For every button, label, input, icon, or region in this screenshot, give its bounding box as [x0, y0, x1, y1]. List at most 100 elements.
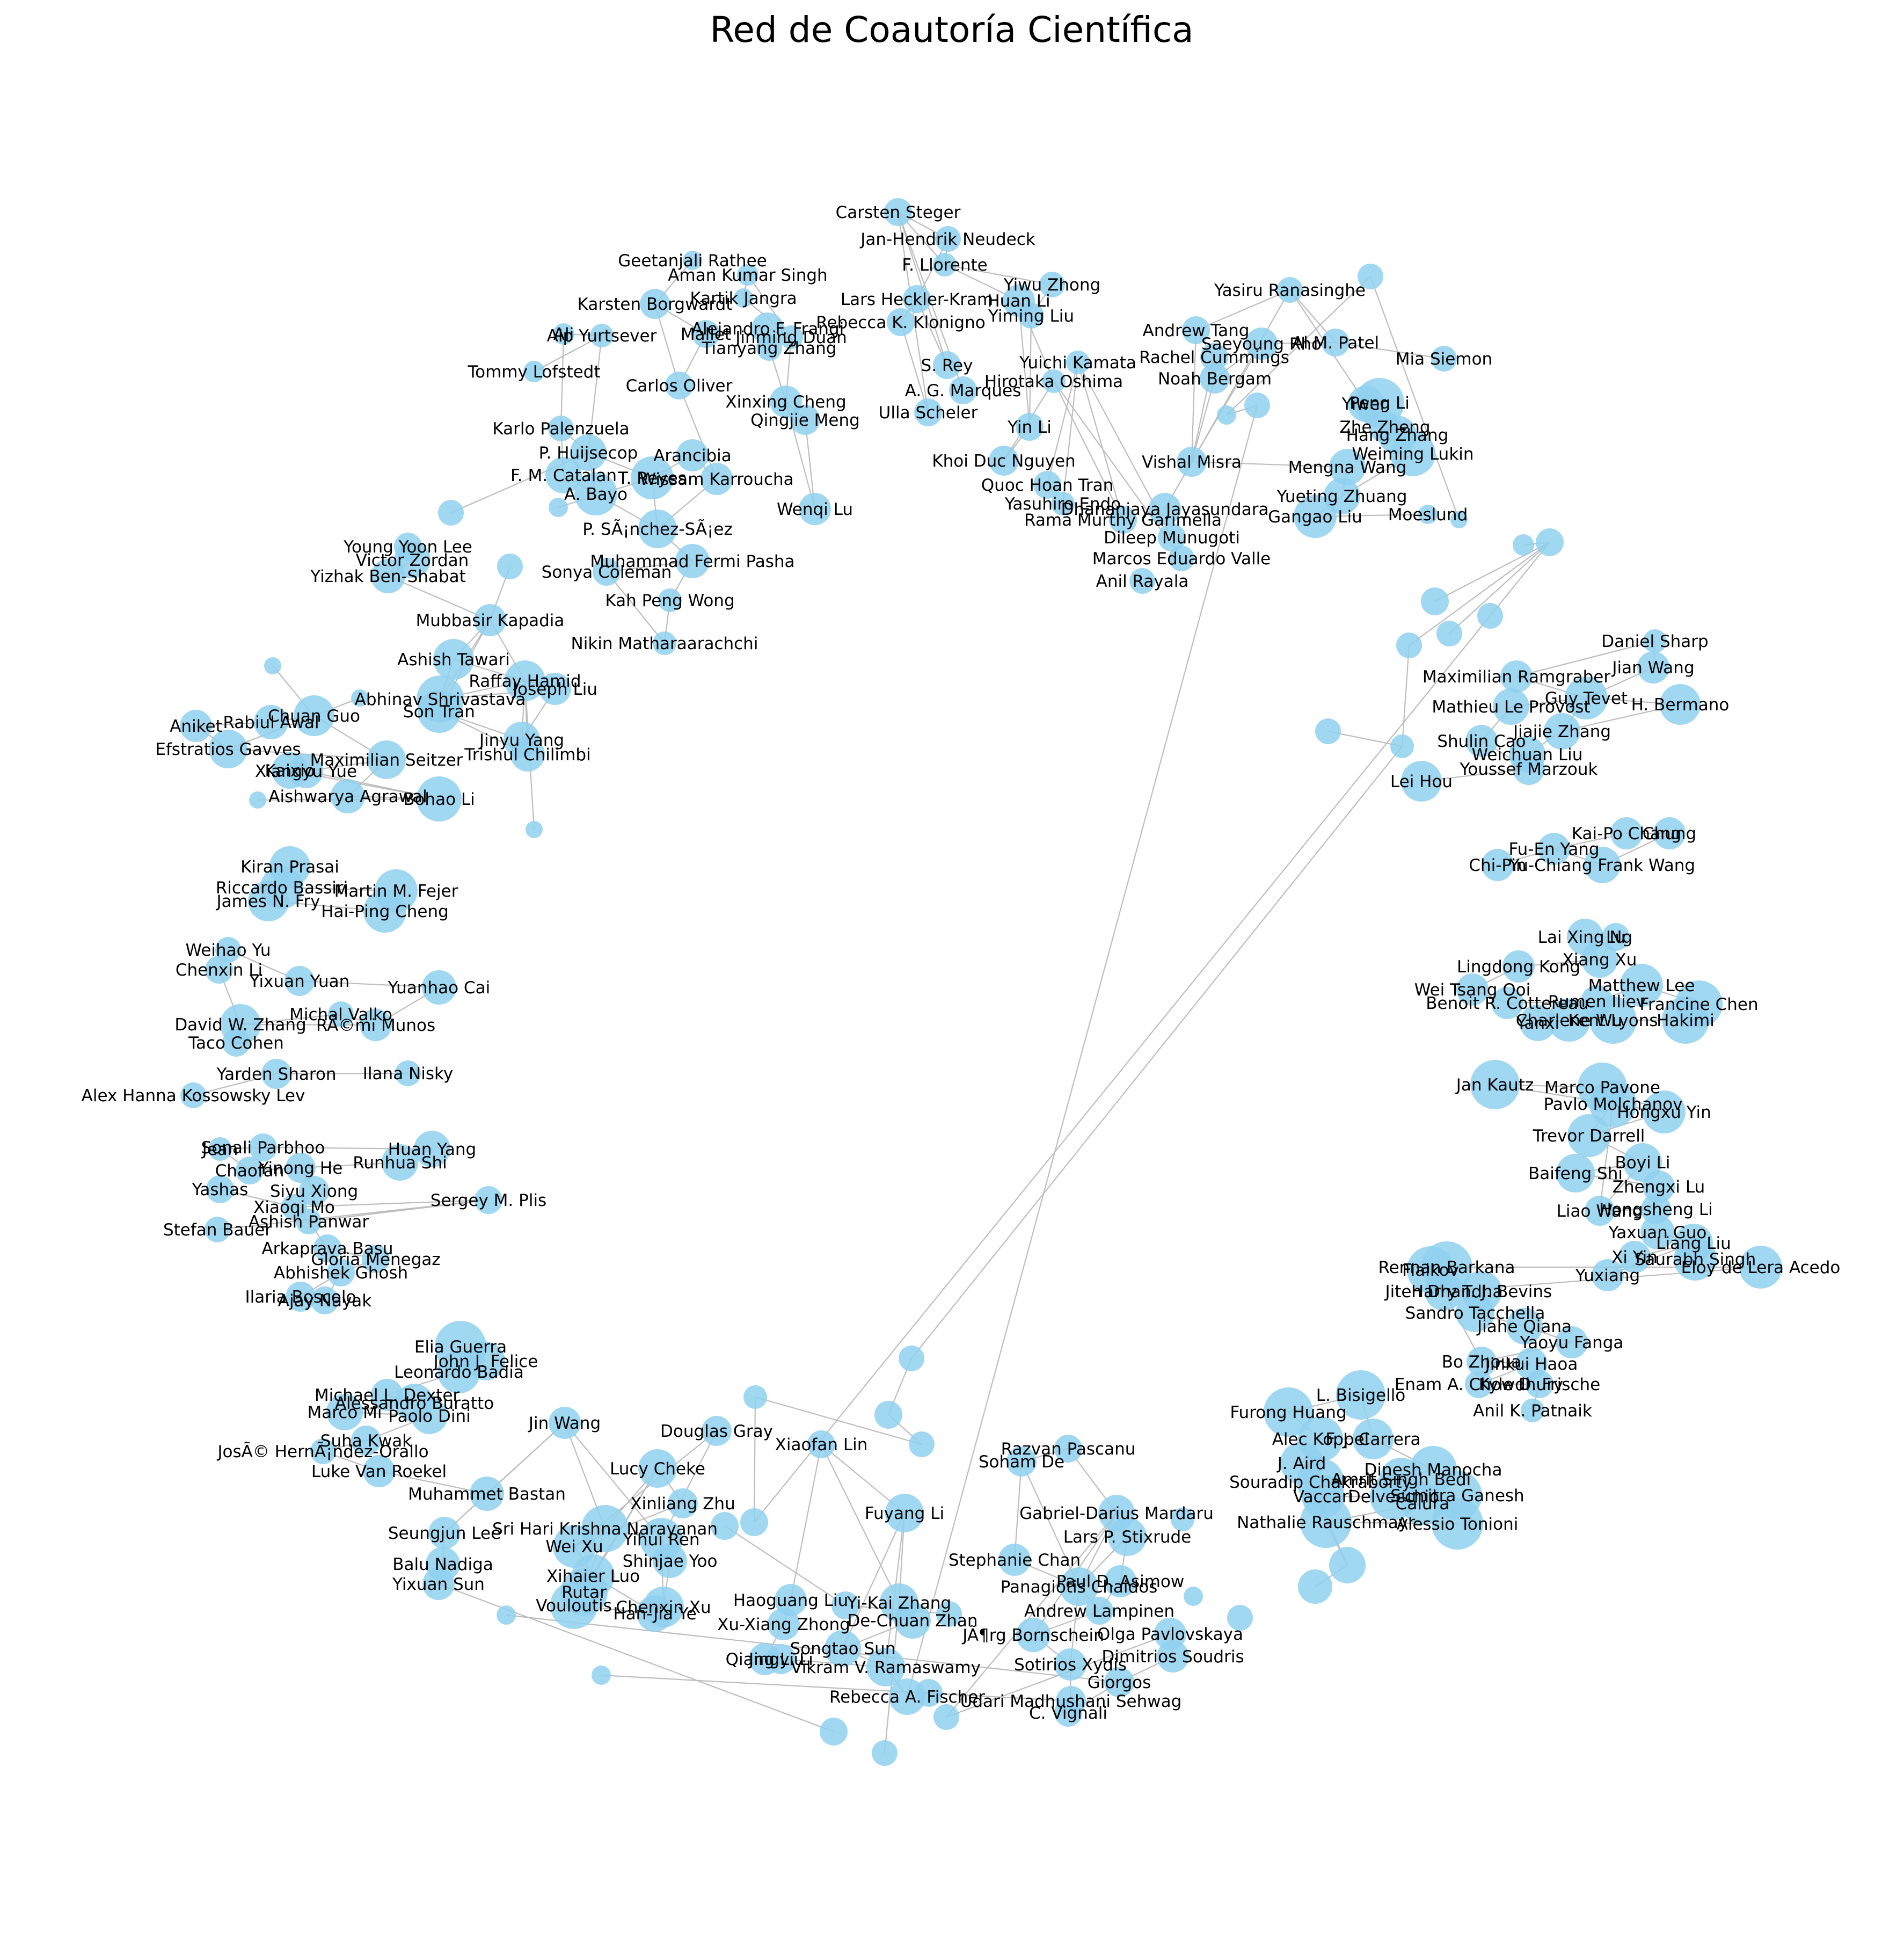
author-node — [497, 1605, 516, 1625]
author-node — [548, 416, 574, 441]
author-label: Rutar — [561, 1583, 607, 1602]
author-label: Gabriel-Darius Mardaru — [1019, 1504, 1214, 1523]
author-node — [553, 323, 574, 345]
author-node — [1502, 950, 1535, 983]
author-label: Jean — [201, 1140, 238, 1159]
author-node — [756, 335, 782, 361]
author-node — [249, 791, 266, 809]
author-node — [1660, 684, 1701, 725]
author-label: Fialkov — [1402, 1261, 1459, 1280]
author-label: Harry T. J. Bevins — [1411, 1282, 1552, 1302]
author-label: Khoi Duc Nguyen — [932, 452, 1075, 471]
author-node — [205, 1217, 230, 1242]
author-label: Noah Bergam — [1158, 369, 1272, 389]
author-node — [209, 730, 247, 768]
author-node — [1581, 941, 1618, 978]
coauthor-edge — [534, 335, 602, 372]
author-node — [414, 1131, 450, 1167]
author-label: Huan Yang — [388, 1140, 476, 1159]
author-label: Qiang Liu — [726, 1650, 805, 1669]
author-node — [1432, 1498, 1483, 1550]
author-node — [1245, 328, 1278, 360]
author-node — [831, 1591, 859, 1619]
author-node — [1108, 1517, 1147, 1556]
coauthor-edge — [299, 980, 440, 988]
author-node — [1493, 688, 1529, 725]
author-label: Weichuan Liu — [1472, 745, 1583, 765]
author-label: Suha Kwak — [320, 1431, 412, 1451]
author-node — [1016, 1618, 1051, 1652]
author-node — [1104, 1565, 1136, 1597]
author-label: Olga Pavlovskaya — [1097, 1625, 1243, 1644]
author-node — [438, 500, 464, 526]
author-node — [1264, 1387, 1313, 1437]
author-label: Vaccari — [1293, 1487, 1353, 1507]
author-label: P. SÃ¡nchez-SÃ¡ez — [582, 520, 733, 539]
author-node — [371, 559, 405, 593]
author-label: Hakimi — [1657, 1011, 1715, 1030]
author-node — [1637, 651, 1669, 684]
author-label: Yuxiang — [1575, 1266, 1640, 1285]
author-node — [1565, 677, 1608, 719]
author-node — [1182, 316, 1210, 344]
author-node — [1329, 449, 1366, 485]
author-label: Fu-En Yang — [1508, 840, 1599, 859]
coauthor-edge — [1053, 381, 1182, 559]
author-node — [1129, 568, 1155, 594]
author-node — [545, 457, 582, 493]
author-node — [825, 1630, 861, 1667]
author-label: Dileep Munugoti — [1104, 528, 1240, 548]
author-node — [367, 740, 406, 779]
author-label: Weihao Yu — [185, 941, 271, 960]
author-label: Amrit Singh Bedi — [1331, 1470, 1471, 1489]
coauthor-edge — [790, 1444, 822, 1601]
author-label: Yixuan Sun — [392, 1575, 485, 1594]
author-label: Peng Li — [1349, 394, 1410, 413]
author-label: L. Bisigello — [1316, 1386, 1406, 1405]
author-label: Han-Jia Ye — [613, 1604, 696, 1624]
chart-title: Red de Coautoría Científica — [710, 9, 1193, 50]
author-node — [766, 1644, 796, 1674]
author-label: Jin Wang — [528, 1414, 601, 1433]
author-node — [775, 1584, 807, 1616]
author-label: Yiming Liu — [988, 307, 1074, 326]
author-label: Xihaier Luo — [546, 1567, 640, 1586]
author-node — [327, 1259, 355, 1286]
author-node — [428, 1517, 461, 1549]
author-node — [236, 1157, 264, 1184]
coauthor-edge — [1028, 315, 1032, 427]
author-label: Chuan Guo — [268, 707, 360, 726]
author-node — [1467, 1347, 1497, 1377]
author-node — [470, 1477, 504, 1511]
coauthor-edge — [378, 1470, 487, 1495]
author-label: Alessandro Buratto — [335, 1394, 494, 1413]
author-node — [550, 1582, 597, 1629]
author-label: Trevor Darrell — [1533, 1126, 1645, 1146]
author-node — [1450, 511, 1468, 528]
author-label: Liang Liu — [1656, 1234, 1731, 1253]
author-label: Kiran Prasai — [240, 857, 339, 877]
author-node — [310, 1438, 336, 1464]
author-node — [1538, 833, 1570, 865]
author-node — [313, 1234, 341, 1262]
author-node — [433, 639, 474, 680]
author-node — [933, 253, 957, 277]
author-node — [1085, 1597, 1113, 1625]
author-label: Stefan Bauer — [163, 1220, 272, 1240]
author-label: Luke Van Roekel — [311, 1462, 447, 1481]
author-label: David W. Zhang — [174, 1015, 306, 1035]
author-label: Siyu Xiong — [270, 1182, 358, 1201]
author-label: H. Bermano — [1631, 695, 1730, 715]
author-node — [894, 1602, 931, 1639]
author-node — [1610, 817, 1643, 849]
author-node — [692, 320, 720, 348]
author-label: Songtao Sun — [790, 1639, 896, 1659]
author-node — [526, 821, 543, 838]
author-label: Abhinav Shrivastava — [355, 690, 526, 709]
author-label: Lars Heckler-Kram — [841, 290, 993, 309]
author-node — [1643, 1170, 1675, 1203]
author-node — [254, 705, 288, 739]
author-node — [1618, 1241, 1651, 1273]
author-label: Daniel Sharp — [1601, 632, 1708, 651]
author-node — [866, 1648, 905, 1686]
